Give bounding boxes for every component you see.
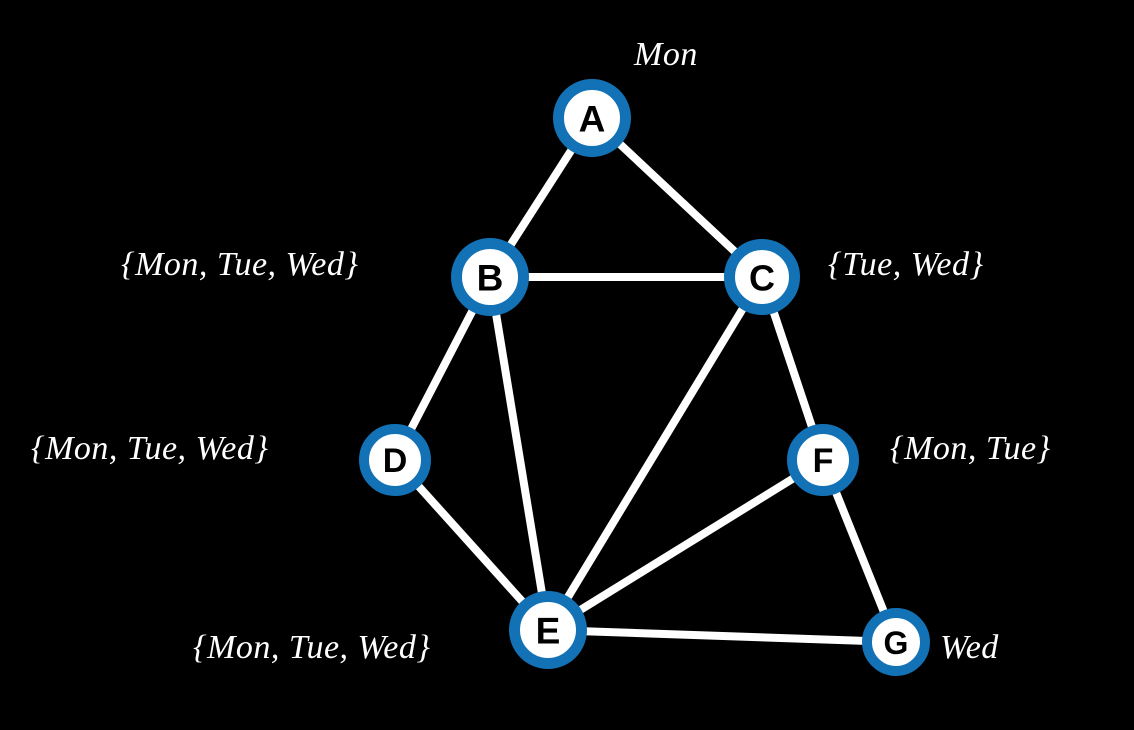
node-b[interactable]: B: [451, 238, 529, 316]
node-circle-g: [862, 608, 930, 676]
node-d[interactable]: D: [359, 424, 431, 496]
node-circle-a: [553, 79, 631, 157]
node-label-d: D: [383, 442, 408, 480]
edge-b-e: [486, 273, 552, 634]
domain-label-g: Wed: [940, 629, 999, 666]
node-label-b: B: [477, 258, 504, 299]
nodes-group: A B C D E F G: [359, 79, 930, 676]
domain-label-e: {Mon, Tue, Wed}: [193, 629, 431, 666]
node-label-e: E: [536, 611, 561, 652]
node-circle-c: [724, 239, 800, 315]
node-label-g: G: [884, 625, 909, 661]
edge-e-g: [544, 626, 900, 646]
domain-label-b: {Mon, Tue, Wed}: [121, 246, 359, 283]
node-g[interactable]: G: [862, 608, 930, 676]
domain-label-d: {Mon, Tue, Wed}: [31, 430, 269, 467]
node-c[interactable]: C: [724, 239, 800, 315]
node-label-f: F: [813, 442, 834, 480]
edge-c-e: [544, 273, 766, 634]
edges-group: [391, 114, 900, 646]
node-label-a: A: [579, 99, 606, 140]
domain-label-a: Mon: [634, 36, 698, 73]
node-circle-f: [787, 424, 859, 496]
node-f[interactable]: F: [787, 424, 859, 496]
node-circle-b: [451, 238, 529, 316]
edge-e-f: [544, 456, 827, 634]
node-label-c: C: [749, 258, 775, 299]
domain-label-c: {Tue, Wed}: [828, 246, 984, 283]
node-e[interactable]: E: [509, 591, 587, 669]
node-circle-e: [509, 591, 587, 669]
node-circle-d: [359, 424, 431, 496]
node-a[interactable]: A: [553, 79, 631, 157]
domain-label-f: {Mon, Tue}: [890, 430, 1051, 467]
